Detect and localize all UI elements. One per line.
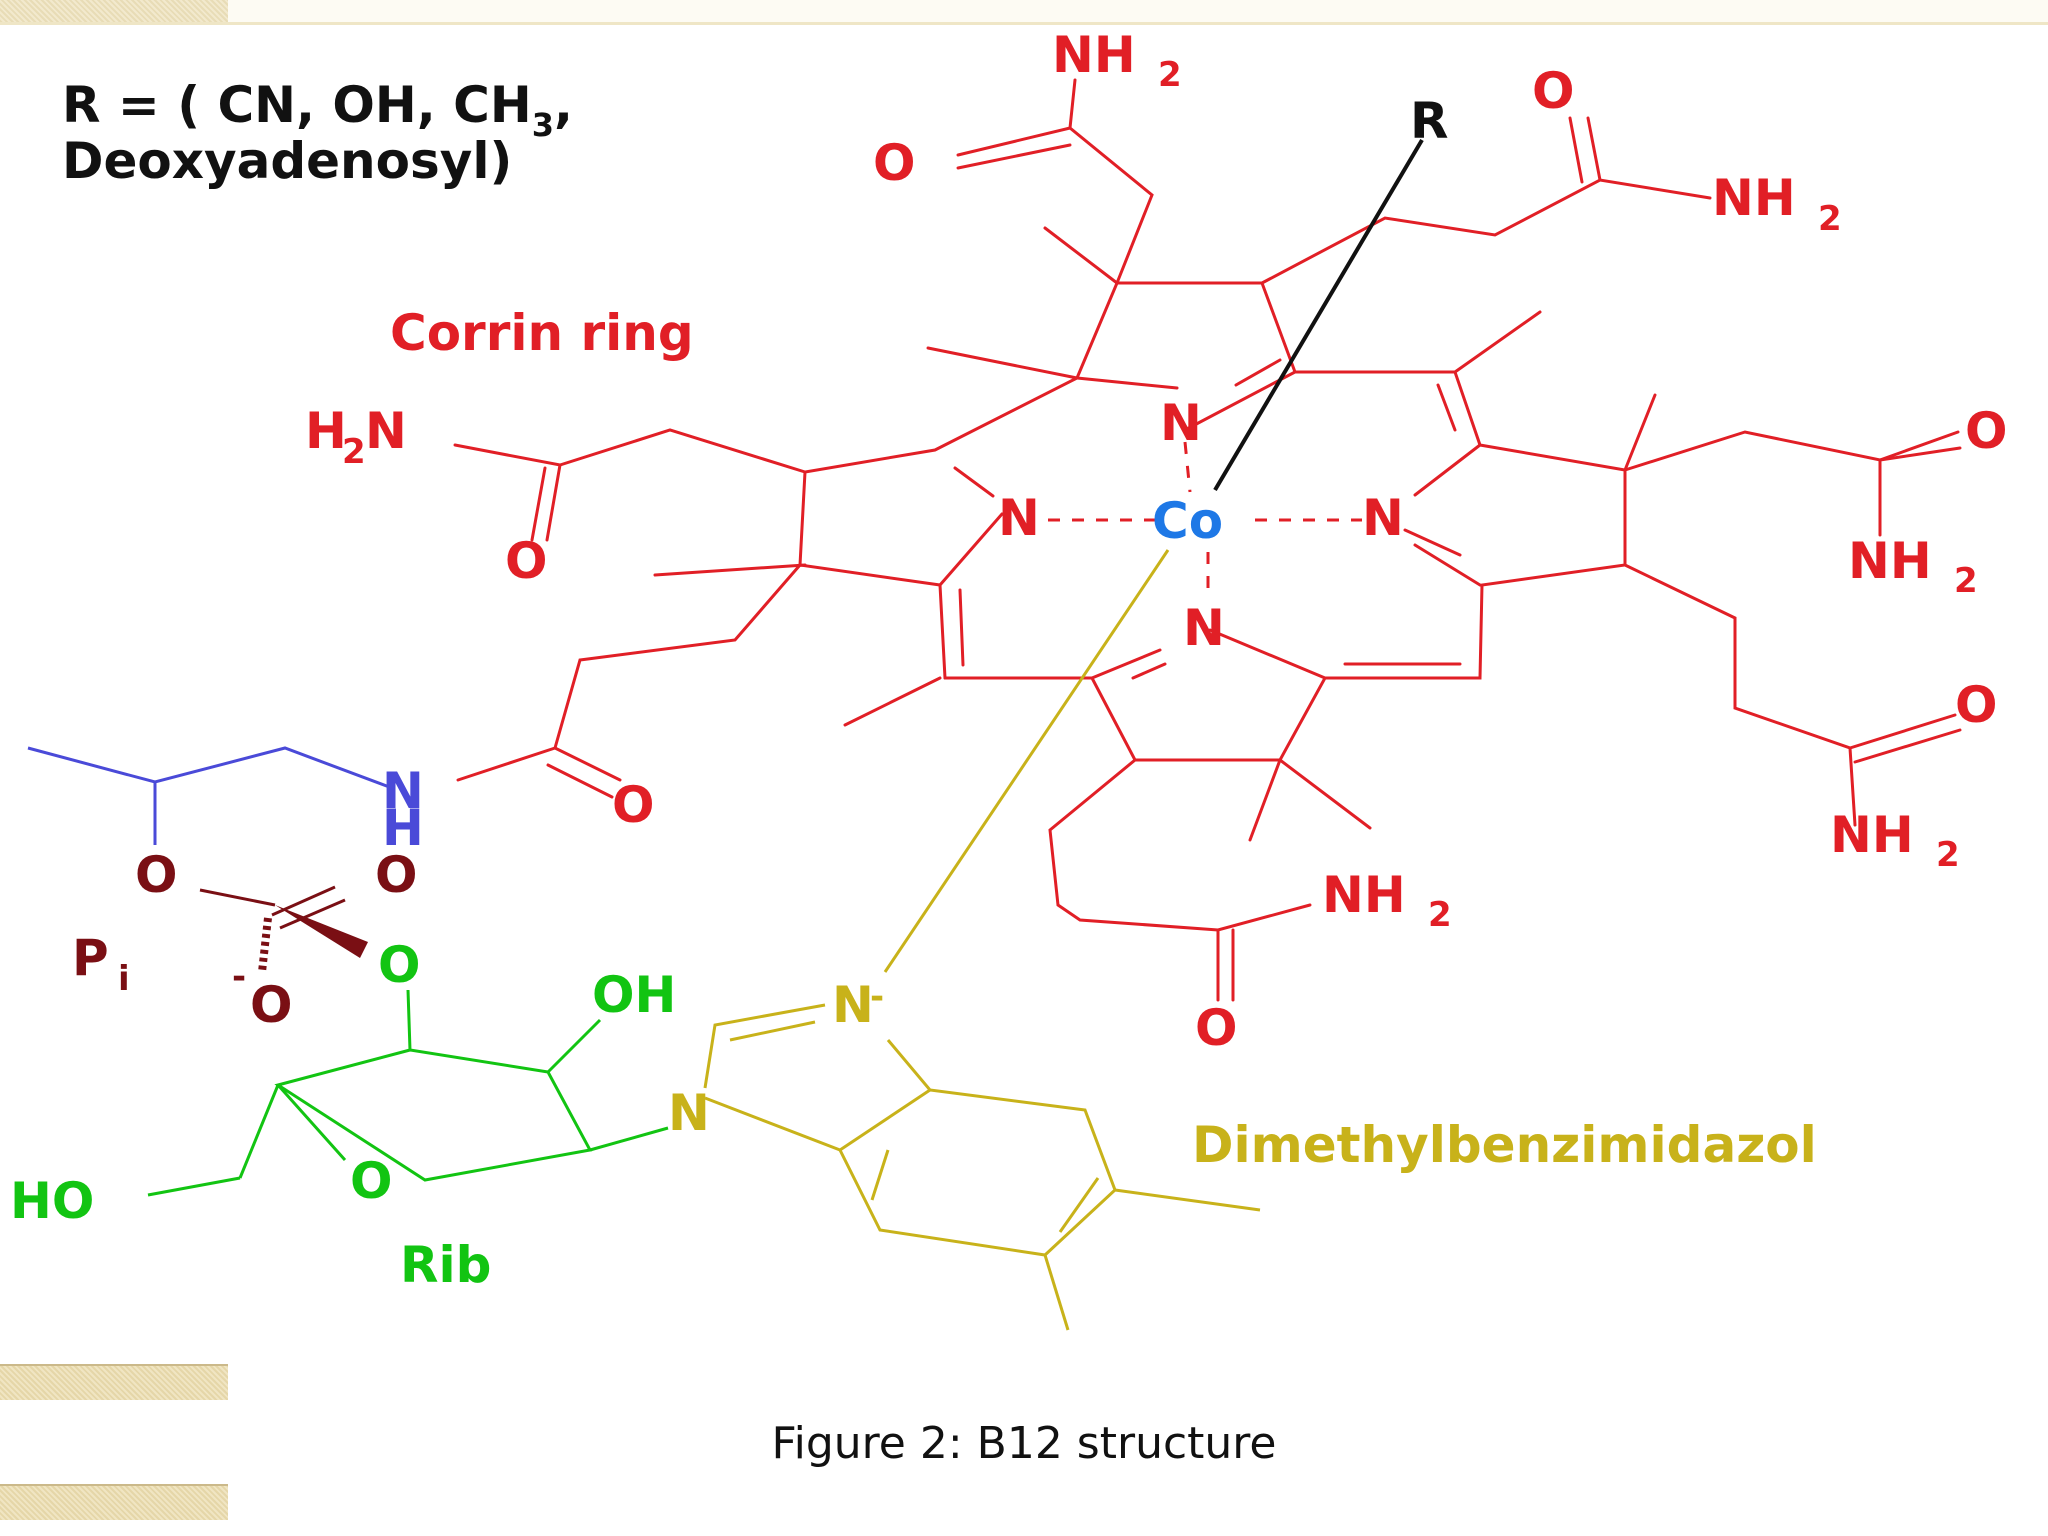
- o-top-right: O: [1532, 62, 1575, 120]
- o-right-top: O: [1965, 402, 2008, 460]
- r-bond: [1213, 138, 1424, 492]
- corrin-ring-label: Corrin ring: [390, 304, 694, 362]
- nh2-right-sub: 2: [1954, 561, 1978, 601]
- slide-decoration-swatch-lower: [0, 1484, 228, 1520]
- nh2-top-nh: NH: [1052, 26, 1136, 84]
- r-legend-text: R = ( CN, OH, CH: [62, 76, 532, 134]
- ribose-ring-o: O: [350, 1152, 393, 1210]
- n-atom-top: N: [1160, 394, 1202, 452]
- n-atom-right: N: [1362, 489, 1404, 547]
- h2n-left-n: N: [365, 402, 407, 460]
- cobalt-atom: Co: [1152, 492, 1223, 550]
- n-atom-left: N: [998, 489, 1040, 547]
- h2n-left-h: H: [305, 402, 347, 460]
- o-right-bottom: O: [1955, 676, 1998, 734]
- nh2-right-nh: NH: [1848, 532, 1932, 590]
- dmb-label: Dimethylbenzimidazol: [1192, 1116, 1817, 1174]
- nh-h: H: [382, 799, 424, 857]
- phosphate-o-minus-sign: -: [232, 957, 246, 997]
- nh2-right-bottom-nh: NH: [1830, 806, 1914, 864]
- corrin-atoms: N N N N NH 2 O O NH 2 H 2 N O O NH 2 O N…: [305, 26, 2008, 1057]
- phosphate-atoms: O O - O P i: [72, 846, 418, 1034]
- o-bottom: O: [1195, 999, 1238, 1057]
- slide-top-bar-tab: [0, 0, 228, 22]
- nh2-bottom-sub: 2: [1428, 895, 1452, 935]
- rib-label: Rib: [400, 1236, 491, 1294]
- r-legend-sub: 3: [532, 106, 554, 144]
- o-left: O: [505, 532, 548, 590]
- pi-label-p: P: [72, 929, 109, 987]
- nh2-top-sub: 2: [1158, 55, 1182, 95]
- r-legend-comma: ,: [554, 76, 573, 134]
- o-amide-linker: O: [612, 776, 655, 834]
- ribose-atoms: O OH O HO Rib: [10, 936, 676, 1294]
- co-dmb-bond: [883, 549, 1170, 973]
- nh2-bottom-nh: NH: [1322, 866, 1406, 924]
- nh2-top-right-sub: 2: [1818, 199, 1842, 239]
- linker-bonds: [27, 746, 393, 845]
- linker-atoms: N H: [382, 762, 424, 857]
- ribose-oh: OH: [592, 966, 676, 1024]
- phosphate-o-left: O: [135, 846, 178, 904]
- dmb-minus-sign: -: [870, 977, 884, 1017]
- ribose-o-phosphate: O: [378, 936, 421, 994]
- r-atom: R: [1410, 92, 1449, 150]
- phosphate-bonds: [199, 885, 368, 973]
- figure-caption: Figure 2: B12 structure: [771, 1418, 1277, 1469]
- r-legend: R = ( CN, OH, CH3, Deoxyadenosyl): [62, 76, 573, 190]
- n-atom-bottom: N: [1183, 599, 1225, 657]
- phosphate-o-minus: O: [250, 976, 293, 1034]
- h2n-left-sub: 2: [342, 432, 366, 472]
- slide-top-bar: [0, 0, 2048, 25]
- ribose-ho: HO: [10, 1172, 94, 1230]
- pi-label-sub: i: [118, 959, 130, 999]
- ribose-bonds: [147, 989, 669, 1197]
- phosphate-o-right: O: [375, 846, 418, 904]
- nh-n: N: [382, 762, 424, 820]
- dmb-atoms: N - N Dimethylbenzimidazol: [668, 976, 1817, 1174]
- nh2-right-bottom-sub: 2: [1936, 835, 1960, 875]
- dmb-bonds: [703, 1003, 1261, 1331]
- nh2-top-right-nh: NH: [1712, 169, 1796, 227]
- o-top-left: O: [873, 134, 916, 192]
- corrin-bonds: [453, 78, 1962, 1002]
- b12-structure-diagram: N N N N NH 2 O O NH 2 H 2 N O O NH 2 O N…: [10, 26, 2008, 1331]
- cobalt-coordination: [1048, 441, 1362, 598]
- dmb-n-minus: N: [832, 976, 874, 1034]
- r-legend-line2: Deoxyadenosyl): [62, 132, 512, 190]
- dmb-n-ribose: N: [668, 1084, 710, 1142]
- r-legend-line1: R = ( CN, OH, CH3,: [62, 76, 573, 144]
- slide-decoration-swatch-upper: [0, 1364, 228, 1400]
